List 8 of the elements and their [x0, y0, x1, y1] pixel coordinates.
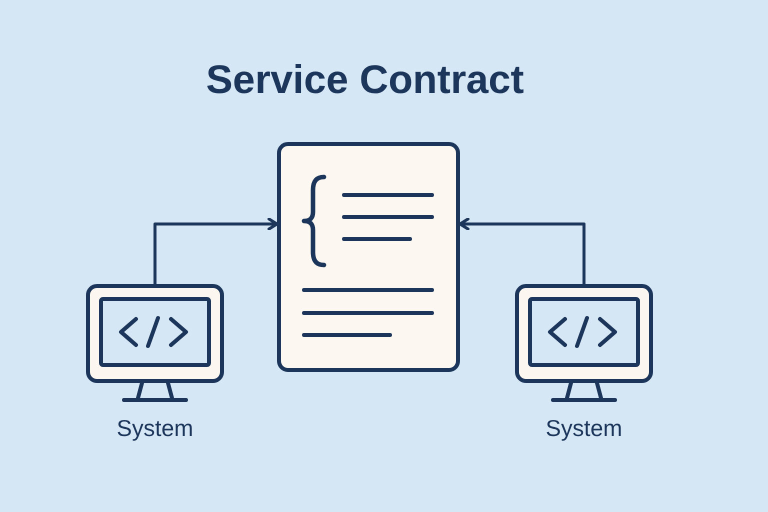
monitor-illustration	[515, 284, 653, 404]
monitor-illustration	[86, 284, 224, 404]
node-caption: System	[116, 414, 194, 442]
node-caption: System	[546, 414, 622, 442]
arrow	[154, 218, 278, 284]
title: Service Contract	[206, 57, 524, 104]
document-illustration	[277, 142, 460, 372]
arrow	[458, 218, 586, 284]
